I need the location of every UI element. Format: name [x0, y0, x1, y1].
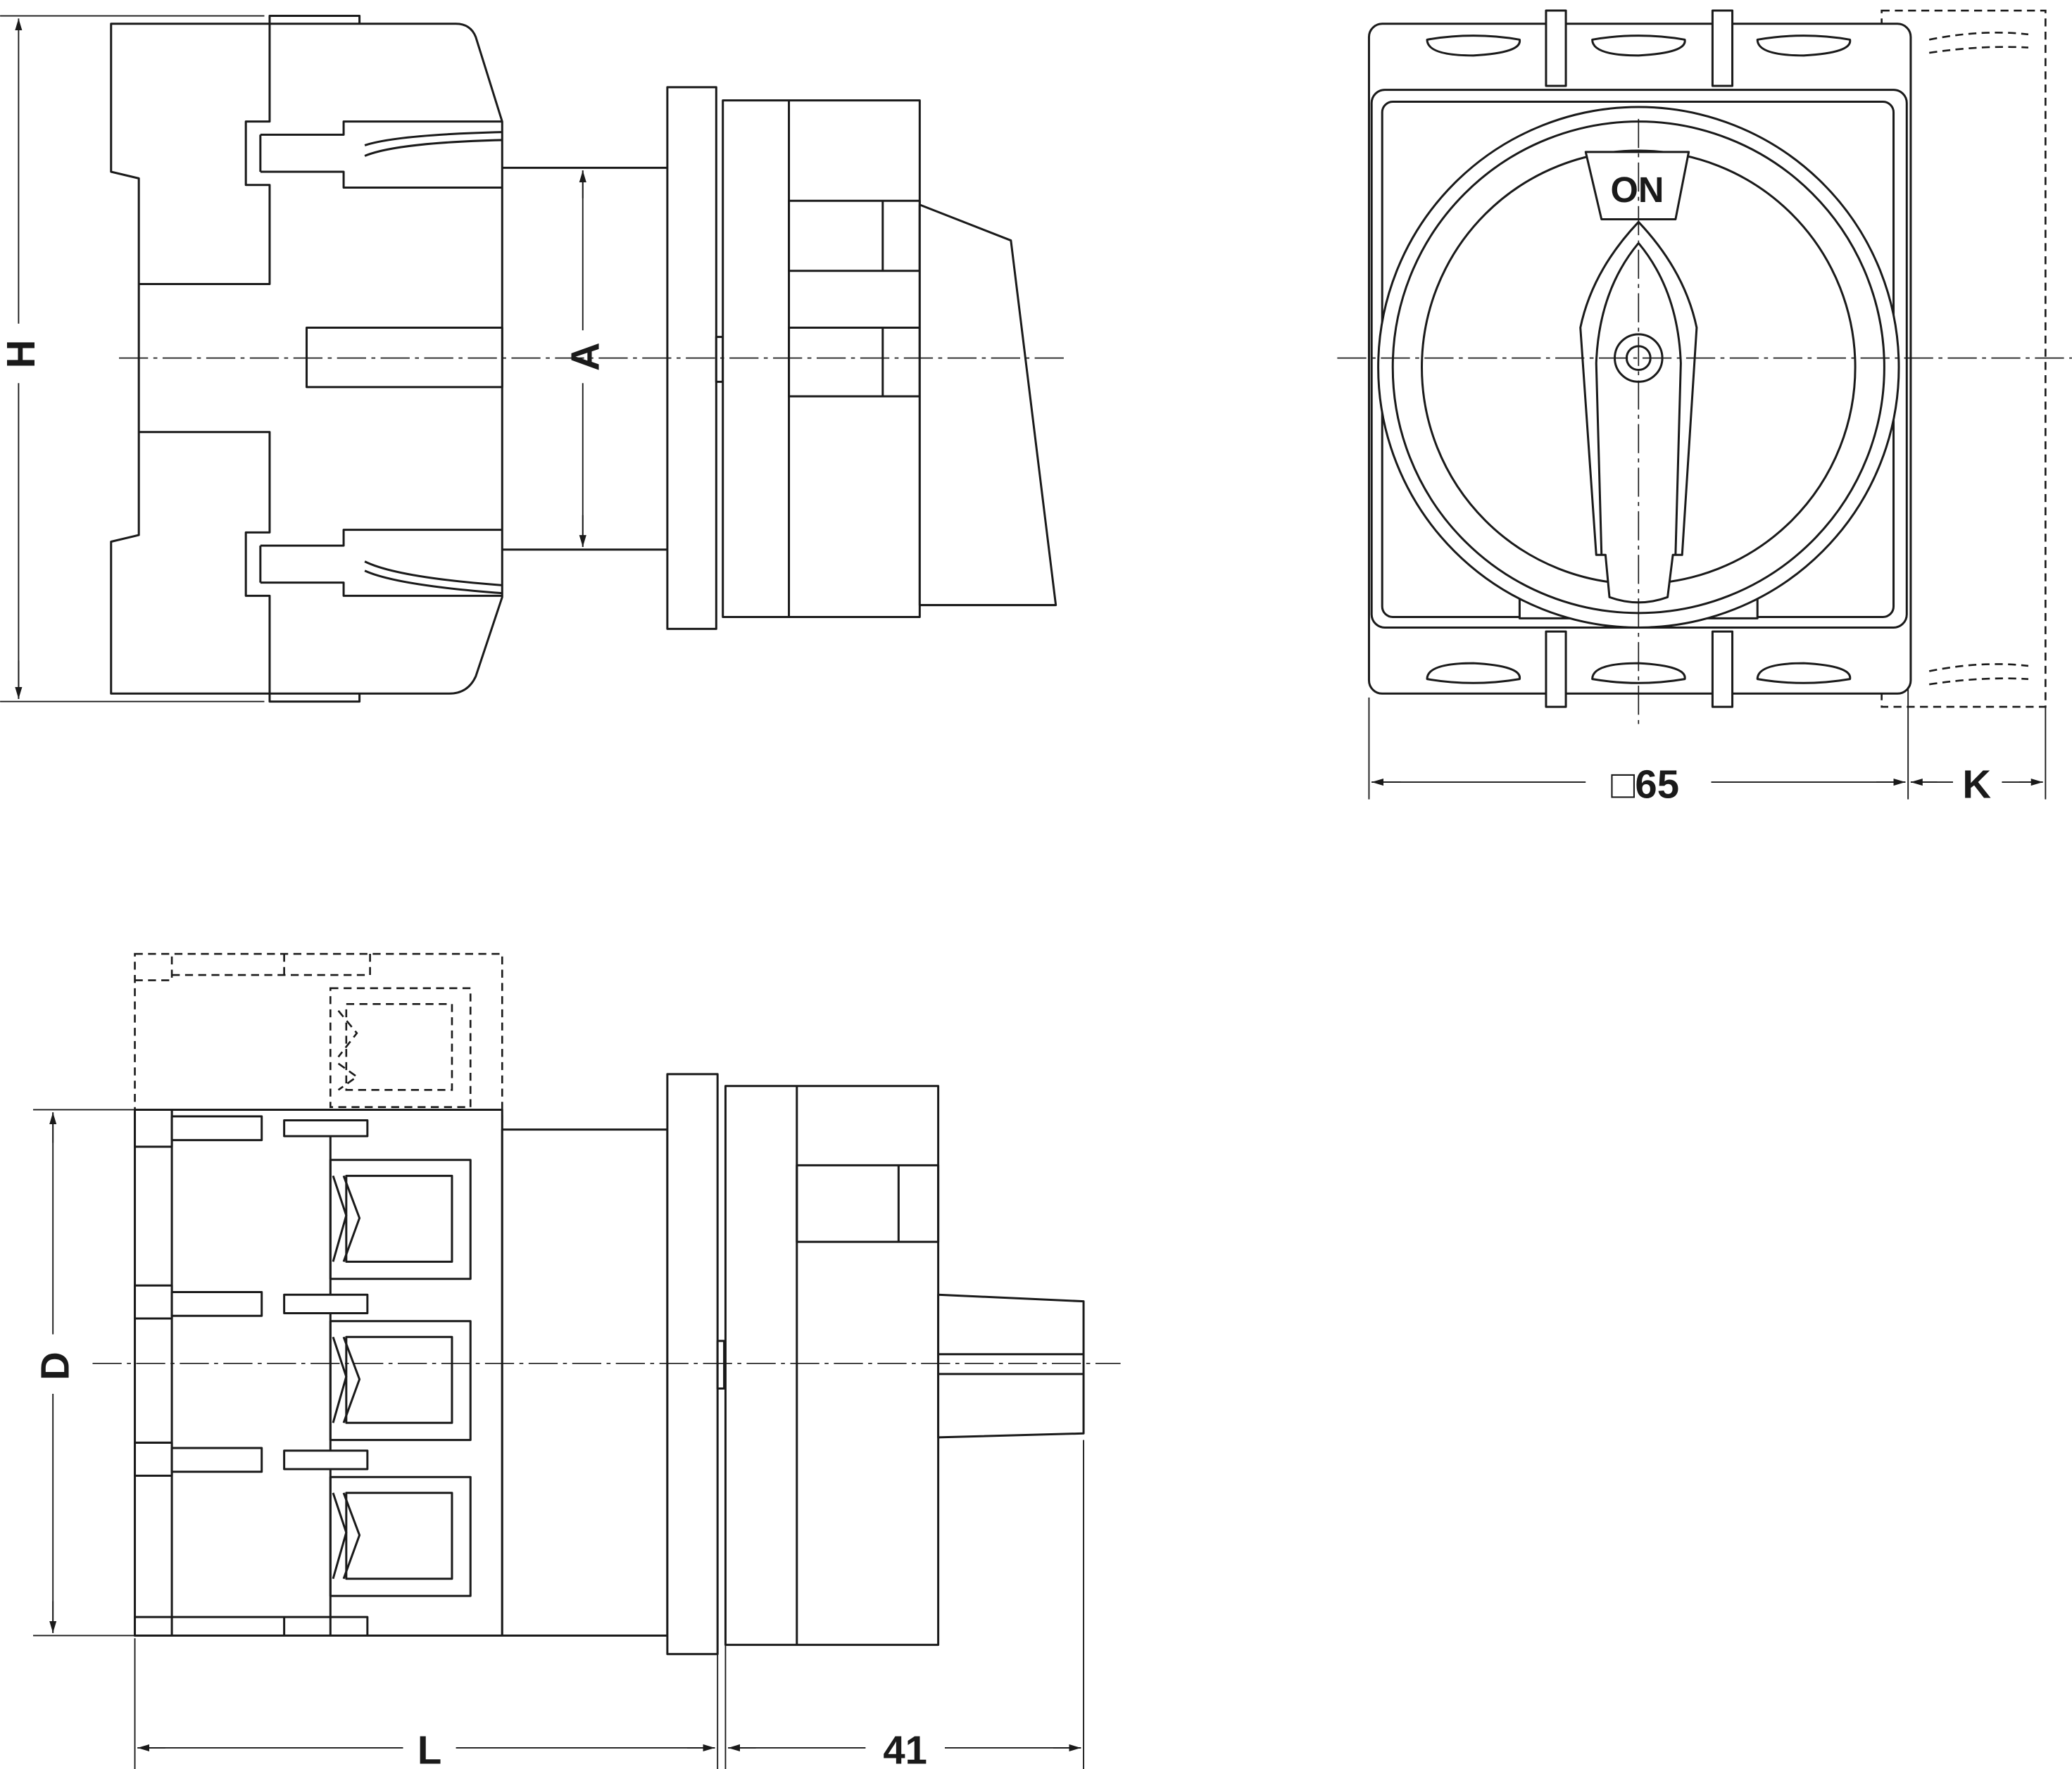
- extension-outline-dashed: [1881, 9, 2047, 708]
- handle-lever: [937, 1293, 1085, 1439]
- terminal-windows: [329, 1159, 472, 1597]
- extension-label: K: [1962, 762, 1991, 807]
- side-view: H A: [0, 15, 1064, 703]
- width-label: □65: [1611, 762, 1679, 807]
- dimension-extension: [33, 1109, 135, 1637]
- handle-lever: [918, 203, 1057, 607]
- handle-depth-label: 41: [883, 1727, 927, 1769]
- clip: [1545, 630, 1567, 708]
- clip: [1545, 9, 1567, 87]
- terminals: [134, 1108, 369, 1637]
- lever-ridge: [938, 1353, 1084, 1375]
- lock-slot: [796, 1164, 940, 1243]
- clip: [1711, 9, 1734, 87]
- optional-window-inner: [345, 1003, 453, 1091]
- switch-body: [134, 1108, 503, 1637]
- front-view: ON □65 K: [1337, 9, 2072, 807]
- terminal-top: [259, 120, 503, 189]
- terminal-outline-top: [139, 23, 271, 286]
- dimension-extension: [134, 1440, 1085, 1769]
- shaft-label: A: [563, 342, 607, 371]
- shaft: [502, 166, 667, 551]
- clip: [1711, 630, 1734, 708]
- dimension-extension: [1368, 686, 2047, 800]
- dimension-extension: [0, 15, 265, 703]
- terminal-bottom: [259, 529, 503, 597]
- on-indicator-tab: [1584, 151, 1690, 221]
- terminal-screw-top: [364, 131, 503, 157]
- height-label: H: [0, 340, 43, 369]
- optional-window: [329, 987, 472, 1109]
- flange-key: [716, 1340, 726, 1390]
- centerline: [1337, 118, 2072, 727]
- terminal-outline-bottom: [139, 431, 271, 694]
- on-indicator-text: ON: [1610, 170, 1664, 210]
- handle-housing: [722, 99, 921, 618]
- center-bar: [306, 326, 503, 389]
- mounting-flange: [666, 1073, 719, 1656]
- length-label: L: [417, 1727, 441, 1769]
- shaft-housing: [501, 1128, 669, 1637]
- bottom-view: D L 41: [33, 952, 1121, 1769]
- optional-module-dashed: [134, 952, 503, 1131]
- depth-label: D: [33, 1352, 77, 1380]
- ventilation-slots: [1426, 34, 1852, 684]
- handle-housing: [724, 1085, 940, 1647]
- handle-ridge: [1595, 242, 1682, 555]
- optional-module-detail: [134, 954, 371, 981]
- terminal-screw-bottom: [364, 560, 503, 595]
- optional-chevron: [337, 1009, 359, 1091]
